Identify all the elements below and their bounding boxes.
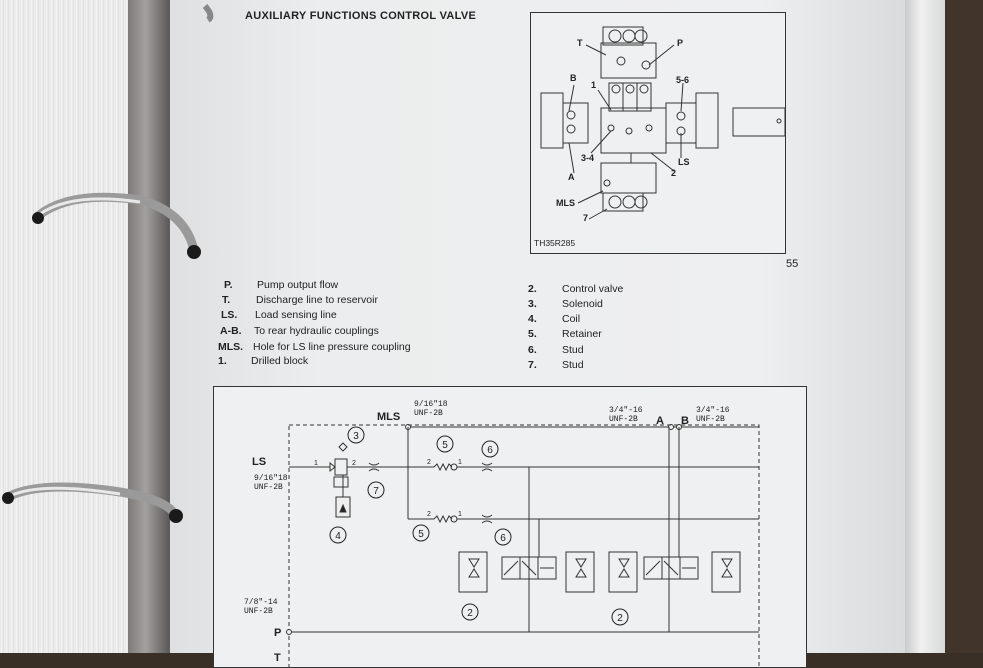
mls-port-label: MLS <box>377 411 400 423</box>
ls-thread: 9/16"18 <box>254 474 288 483</box>
page-stack-right <box>905 0 945 653</box>
p-port-label: P <box>274 627 281 639</box>
legend-key: 3. <box>528 298 537 310</box>
legend-key: P. <box>224 279 233 291</box>
legend-key: T. <box>222 294 231 306</box>
callout-5: 5 <box>442 440 448 451</box>
label-MLS: MLS <box>556 198 575 208</box>
label-A: A <box>568 172 575 182</box>
p-thread: 7/8"-14 <box>244 598 278 607</box>
binder-rings <box>2 3 214 523</box>
label-3-4: 3-4 <box>581 153 594 163</box>
legend-text: Coil <box>562 313 581 325</box>
legend-key: 1. <box>218 355 227 367</box>
legend-text: Retainer <box>562 328 602 340</box>
legend-text: Hole for LS line pressure coupling <box>253 341 411 353</box>
port-label: 2 <box>352 460 356 467</box>
callout-2: 2 <box>467 608 473 619</box>
label-1: 1 <box>591 80 596 90</box>
legend-text: Discharge line to reservoir <box>256 294 378 306</box>
legend-key: LS. <box>221 309 238 321</box>
legend-key: 4. <box>528 313 537 325</box>
valve-figure: T P B 1 5-6 3-4 LS A 2 MLS 7 TH35R285 <box>530 12 786 254</box>
mls-thread: 9/16"18 <box>414 400 448 409</box>
legend-text: Control valve <box>562 283 624 295</box>
callout-5: 5 <box>418 529 424 540</box>
legend-text: Load sensing line <box>255 309 337 321</box>
legend-text: Solenoid <box>562 298 603 310</box>
a-port-label: A <box>656 415 664 427</box>
legend-key: 5. <box>528 328 537 340</box>
b-thread: 3/4"-16 <box>696 406 730 415</box>
legend-text: To rear hydraulic couplings <box>254 325 379 337</box>
legend-key: A-B. <box>220 325 242 337</box>
label-B: B <box>570 73 577 83</box>
p-thread-spec: UNF-2B <box>244 607 273 616</box>
legend-key: 2. <box>528 283 537 295</box>
callout-6: 6 <box>487 445 493 456</box>
port-label: 1 <box>314 460 318 467</box>
legend-text: Stud <box>562 344 584 356</box>
legend-key: 7. <box>528 359 537 371</box>
callout-4: 4 <box>335 531 341 542</box>
port-label: 2 <box>427 459 431 466</box>
figure-caption: TH35R285 <box>534 238 575 248</box>
callout-3: 3 <box>353 431 359 442</box>
ls-thread-spec: UNF-2B <box>254 483 283 492</box>
hydraulic-schematic: 3 5 6 7 4 5 6 2 2 1 2 2 1 2 1 9/16"18 UN… <box>213 386 807 668</box>
legend-key: 6. <box>528 344 537 356</box>
label-7: 7 <box>583 213 588 223</box>
legend-text: Pump output flow <box>257 279 339 291</box>
callout-6: 6 <box>500 533 506 544</box>
port-label: 1 <box>458 459 462 466</box>
legend-key: MLS. <box>218 341 244 353</box>
label-P: P <box>677 38 683 48</box>
legend-text: Stud <box>562 359 584 371</box>
page-number: 55 <box>786 258 799 270</box>
b-thread-spec: UNF-2B <box>696 415 725 424</box>
page-title: AUXILIARY FUNCTIONS CONTROL VALVE <box>245 10 477 22</box>
mls-thread-spec: UNF-2B <box>414 409 443 418</box>
label-T: T <box>577 38 583 48</box>
a-thread: 3/4"-16 <box>609 406 643 415</box>
a-thread-spec: UNF-2B <box>609 415 638 424</box>
b-port-label: B <box>681 415 689 427</box>
label-2: 2 <box>671 168 676 178</box>
ls-port-label: LS <box>252 456 266 468</box>
t-port-label: T <box>274 652 281 664</box>
label-LS: LS <box>678 157 690 167</box>
legend-text: Drilled block <box>251 355 309 367</box>
callout-7: 7 <box>373 486 379 497</box>
callout-2: 2 <box>617 613 623 624</box>
port-label: 1 <box>458 511 462 518</box>
port-label: 2 <box>427 511 431 518</box>
label-5-6: 5-6 <box>676 75 689 85</box>
